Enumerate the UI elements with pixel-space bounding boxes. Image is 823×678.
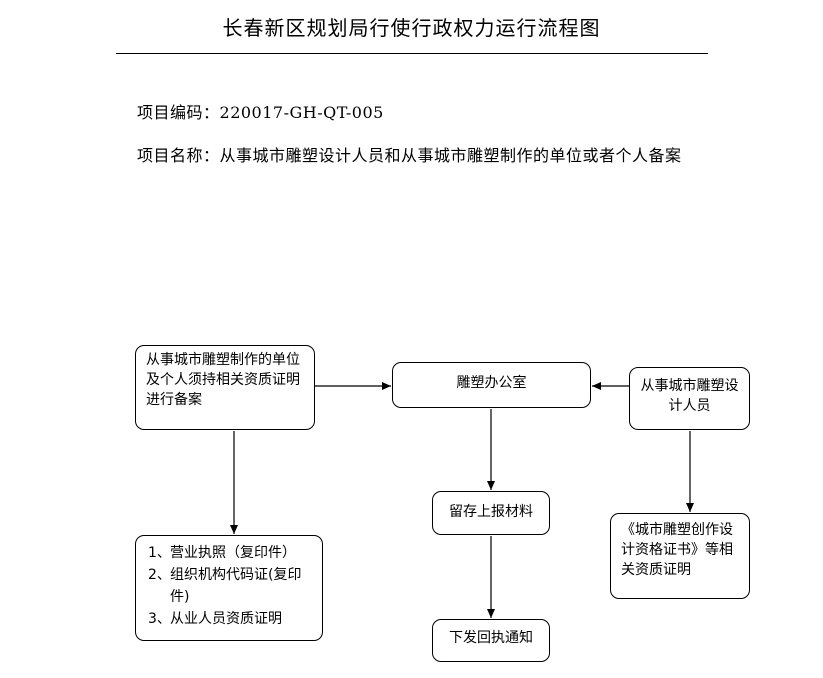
- doc-item: 1、 营业执照（复印件）: [148, 542, 314, 564]
- applicant-unit-text: 从事城市雕塑制作的单位及个人须持相关资质证明进行备案: [146, 352, 300, 408]
- project-code-label: 项目编码：: [137, 103, 220, 122]
- project-name-line: 项目名称：从事城市雕塑设计人员和从事城市雕塑制作的单位或者个人备案: [137, 133, 697, 179]
- doc-item: 3、 从业人员资质证明: [148, 608, 314, 630]
- project-name-value: 从事城市雕塑设计人员和从事城市雕塑制作的单位或者个人备案: [219, 146, 682, 165]
- doc-item-num: 3、: [148, 611, 171, 627]
- office-text: 雕塑办公室: [456, 375, 527, 391]
- designer-cert-text: 《城市雕塑创作设计资格证书》等相关资质证明: [621, 522, 733, 578]
- required-docs-node: 1、 营业执照（复印件） 2、 组织机构代码证(复印件) 3、 从业人员资质证明: [135, 535, 323, 641]
- title-divider: [116, 53, 708, 54]
- doc-item-num: 2、: [148, 567, 171, 583]
- notice-text: 下发回执通知: [449, 630, 533, 646]
- applicant-unit-node: 从事城市雕塑制作的单位及个人须持相关资质证明进行备案: [135, 345, 315, 430]
- doc-item-text: 营业执照（复印件）: [170, 545, 296, 561]
- designer-node: 从事城市雕塑设计人员: [629, 367, 750, 430]
- doc-item: 2、 组织机构代码证(复印件): [148, 564, 314, 608]
- keep-materials-text: 留存上报材料: [449, 504, 533, 520]
- designer-text: 从事城市雕塑设计人员: [640, 378, 739, 414]
- doc-item-num: 1、: [148, 545, 171, 561]
- office-node: 雕塑办公室: [392, 362, 591, 408]
- notice-node: 下发回执通知: [432, 619, 550, 662]
- project-code-line: 项目编码：220017-GH-QT-005: [137, 99, 384, 123]
- keep-materials-node: 留存上报材料: [432, 491, 550, 535]
- project-code-value: 220017-GH-QT-005: [219, 103, 384, 122]
- page-title: 长春新区规划局行使行政权力运行流程图: [222, 16, 601, 40]
- designer-cert-node: 《城市雕塑创作设计资格证书》等相关资质证明: [610, 513, 750, 599]
- doc-item-text: 从业人员资质证明: [170, 611, 282, 627]
- project-name-label: 项目名称：: [137, 146, 220, 165]
- doc-item-text: 组织机构代码证(复印件): [170, 567, 302, 605]
